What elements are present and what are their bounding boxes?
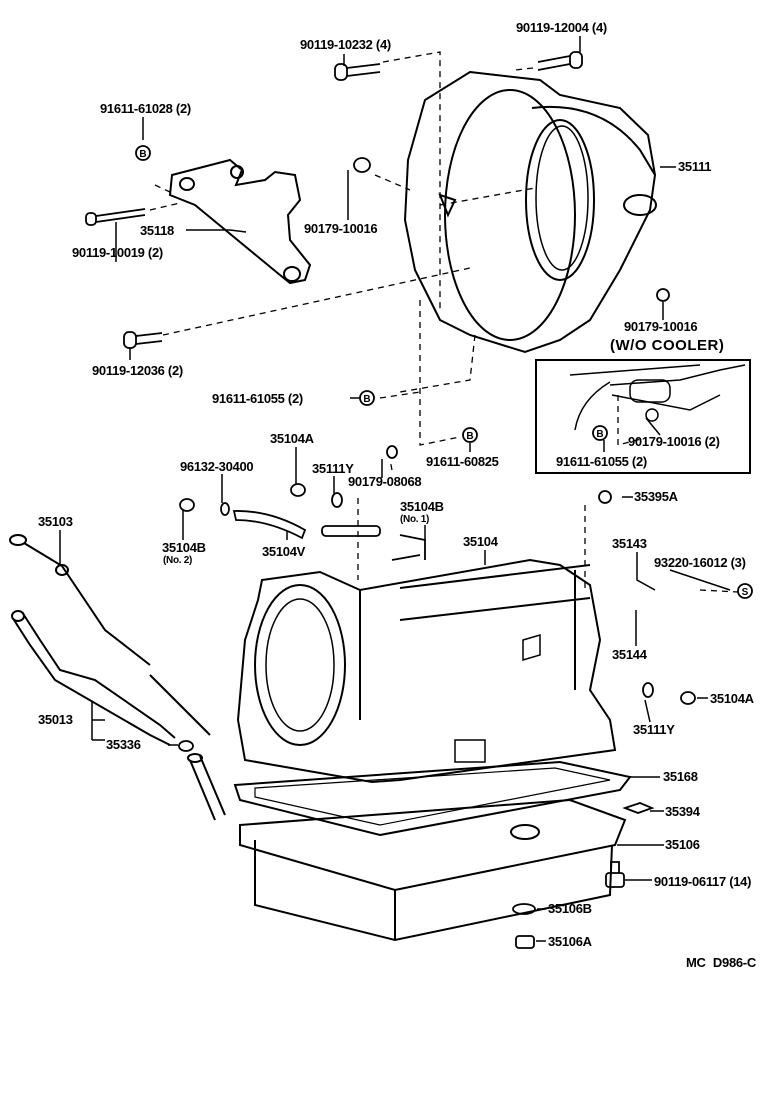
callout-label: 35106B (548, 901, 592, 916)
callout-label: 90119-10019 (2) (72, 245, 163, 260)
callout-label: 35111Y (312, 461, 354, 476)
mark-circles (135, 145, 753, 599)
callout-label: 35106A (548, 934, 592, 949)
callout-label: 90119-10232 (4) (300, 37, 391, 52)
dipstick-drawing (9, 534, 226, 821)
callout-label: 90119-12036 (2) (92, 363, 183, 378)
callout-label: 91611-61055 (2) (556, 454, 647, 469)
drawing-code: MC D986-C (686, 955, 756, 970)
callout-label: 35143 (612, 536, 647, 551)
bolt-mark-letter: B (363, 394, 370, 405)
callout-label: 35104V (262, 544, 306, 559)
bell-housing-drawing (403, 70, 657, 354)
bolt-mark-letter: B (466, 431, 473, 442)
callout-label: 35103 (38, 514, 73, 529)
callout-label: 35104B (400, 499, 444, 514)
bracket-drawing (168, 158, 312, 285)
stud-mark-icon (737, 583, 753, 599)
bolt-mark-icon (592, 425, 608, 441)
callout-label: 91611-61028 (2) (100, 101, 191, 116)
callout-label: 91611-61055 (2) (212, 391, 303, 406)
callout-label: 35168 (663, 769, 698, 784)
callout-label: 96132-30400 (180, 459, 254, 474)
callout-label: 90179-08068 (348, 474, 422, 489)
callout-sublabel: (No. 2) (163, 555, 193, 566)
callout-label: 90179-10016 (304, 221, 378, 236)
callout-label: 35104 (463, 534, 498, 549)
callout-label: 35013 (38, 712, 73, 727)
callout-sublabel: (No. 1) (400, 514, 430, 525)
inset-drawing (569, 364, 746, 431)
callout-label: 35104B (162, 540, 206, 555)
callout-label: 35104A (270, 431, 314, 446)
bolt-mark-letter: B (596, 429, 603, 440)
wo-cooler-inset-box (535, 359, 751, 474)
leader-lines (59, 36, 731, 942)
transmission-case-drawing (236, 558, 617, 784)
callout-label: 90119-06117 (14) (654, 874, 752, 889)
callout-label: 35111 (678, 159, 712, 174)
callout-label: 91611-60825 (426, 454, 499, 469)
oil-pan-drawing (239, 798, 627, 942)
callout-label: 35104A (710, 691, 754, 706)
callout-label: 90179-10016 (2) (628, 434, 720, 449)
callout-label: 35394 (665, 804, 700, 819)
bolt-mark-icon (135, 145, 151, 161)
bolt-mark-letter: B (139, 149, 146, 160)
dashed-lines (149, 51, 739, 593)
bolt-mark-icon (462, 427, 478, 443)
callout-label: 90179-10016 (624, 319, 698, 334)
stud-mark-letter: S (742, 587, 749, 598)
callout-label: 35395A (634, 489, 678, 504)
callout-label: 93220-16012 (3) (654, 555, 746, 570)
callout-label: 35118 (140, 223, 174, 238)
gasket-drawing (233, 760, 632, 837)
callout-label: 35106 (665, 837, 700, 852)
bolts-drawing (85, 51, 696, 949)
callout-label: 35111Y (633, 722, 675, 737)
callout-label: 90119-12004 (4) (516, 20, 607, 35)
bolt-mark-icon (359, 390, 375, 406)
inset-title: (W/O COOLER) (610, 337, 725, 354)
callout-label: 35336 (106, 737, 141, 752)
callout-label: 35144 (612, 647, 647, 662)
